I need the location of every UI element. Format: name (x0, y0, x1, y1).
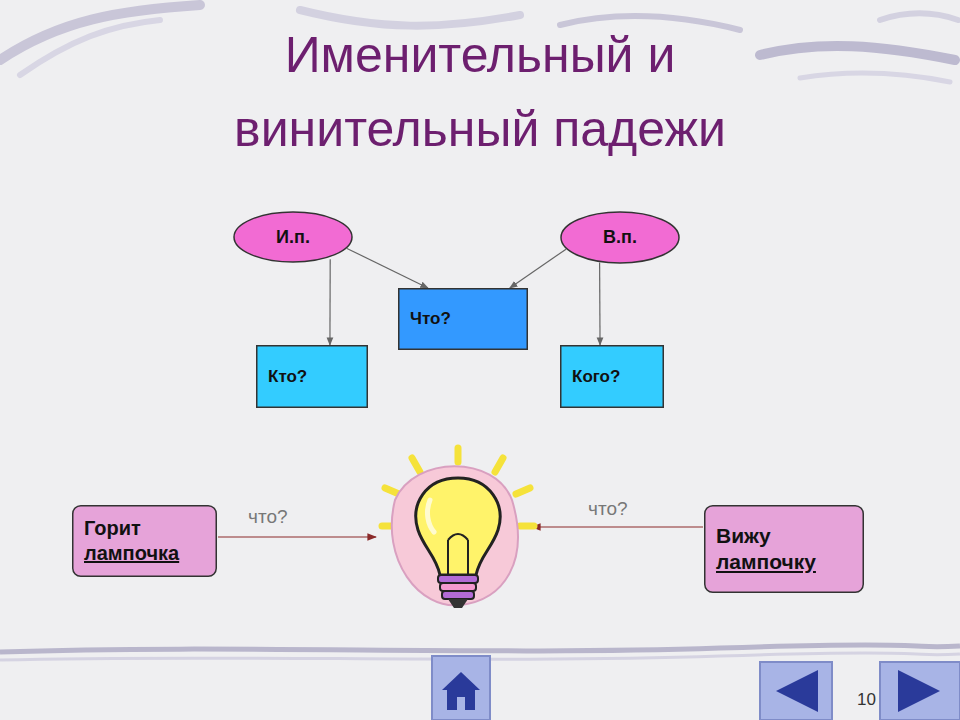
question-box: Кто? (256, 345, 368, 408)
question-label: что? (248, 506, 288, 528)
case-ellipse: И.п. (233, 211, 353, 263)
lamp-illustration (382, 448, 534, 608)
example-box: Горитлампочка (72, 505, 217, 577)
connector-arrow (599, 262, 601, 345)
example-box: Вижулампочку (704, 505, 864, 593)
node-text: Что? (410, 308, 451, 329)
page-number: 10 (857, 690, 876, 710)
question-label: что? (588, 498, 628, 520)
case-ellipse: В.п. (560, 211, 680, 264)
question-box: Кого? (560, 345, 664, 408)
node-text: В.п. (603, 226, 637, 249)
connector-arrow (510, 249, 566, 288)
node-text: Горит (84, 516, 141, 541)
node-text: Кого? (572, 366, 620, 387)
nav-buttons (432, 656, 960, 720)
box-outline (704, 505, 864, 593)
leader-arrow (532, 526, 703, 527)
node-text: Вижу (716, 523, 771, 549)
question-box: Что? (398, 288, 528, 350)
box-outline (72, 505, 217, 577)
leader-arrow (218, 536, 376, 537)
connector-arrow (347, 248, 428, 288)
underlined-word: лампочка (84, 541, 179, 566)
slide-title: Именительный и винительный падежи (150, 18, 810, 166)
connector-arrow (329, 259, 330, 345)
underlined-word: лампочку (716, 549, 816, 575)
node-text: И.п. (276, 226, 310, 249)
node-text: Кто? (268, 366, 307, 387)
